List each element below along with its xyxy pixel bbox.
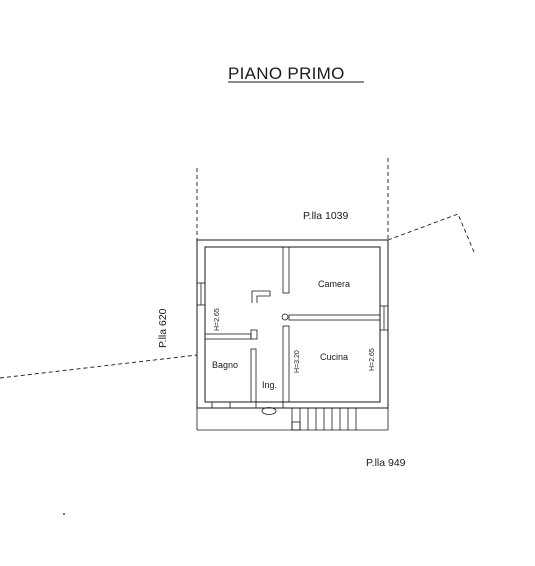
entrance-door	[255, 401, 284, 415]
windows	[196, 282, 389, 409]
parcel-boundaries	[0, 158, 475, 379]
room-label-cucina: Cucina	[320, 352, 348, 362]
room-label-ingresso: Ing.	[262, 380, 277, 390]
parcel-label-west: P.lla 620	[157, 308, 169, 348]
height-label-cucina: H=2.65	[369, 348, 376, 371]
plan-title: PIANO PRIMO	[228, 64, 345, 83]
height-label-west-room: H=2.65	[214, 308, 221, 331]
interior-walls	[204, 246, 381, 403]
room-label-bagno: Bagno	[212, 360, 238, 370]
outer-walls	[196, 239, 389, 409]
parcel-label-north: P.lla 1039	[303, 210, 349, 222]
parcel-label-south: P.lla 949	[366, 457, 406, 469]
height-label-corridor: H=3.20	[294, 350, 301, 373]
scan-mark	[63, 513, 65, 515]
external-stairs	[196, 408, 389, 431]
room-label-camera: Camera	[318, 279, 350, 289]
